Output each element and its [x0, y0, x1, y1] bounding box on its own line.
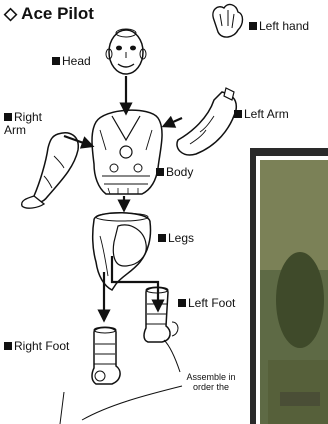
label-left-foot-text: Left Foot [188, 296, 235, 310]
label-right-foot: Right Foot [4, 340, 69, 353]
label-marker-square [249, 22, 257, 30]
label-marker-square [158, 234, 166, 242]
left-foot-part [144, 287, 178, 342]
label-marker-square [156, 168, 164, 176]
body-part [92, 110, 162, 194]
label-marker-square [234, 110, 242, 118]
label-marker-square [52, 57, 60, 65]
label-marker-square [4, 113, 12, 121]
note-leader-lines [60, 340, 182, 424]
head-part [106, 29, 146, 74]
label-legs-text: Legs [168, 231, 194, 245]
label-head: Head [52, 55, 91, 68]
label-marker-square [4, 342, 12, 350]
label-left-arm-text: Left Arm [244, 107, 289, 121]
label-body: Body [156, 166, 193, 179]
label-right-arm: Right Arm [4, 98, 42, 137]
label-left-hand: Left hand [249, 20, 309, 33]
left-hand-part [213, 5, 243, 38]
arrow-left-arm-to-body [164, 118, 182, 126]
label-head-text: Head [62, 54, 91, 68]
legs-part [93, 213, 151, 290]
right-arm-part [22, 133, 79, 208]
assembly-note: Assemble in order the [180, 372, 242, 392]
label-body-text: Body [166, 165, 193, 179]
label-left-hand-text: Left hand [259, 19, 309, 33]
reference-photo [250, 148, 328, 424]
label-marker-square [178, 299, 186, 307]
label-left-arm: Left Arm [234, 108, 289, 121]
right-foot-part [92, 327, 120, 384]
label-legs: Legs [158, 232, 194, 245]
left-arm-part [177, 88, 236, 155]
label-right-foot-text: Right Foot [14, 339, 69, 353]
label-left-foot: Left Foot [178, 297, 235, 310]
